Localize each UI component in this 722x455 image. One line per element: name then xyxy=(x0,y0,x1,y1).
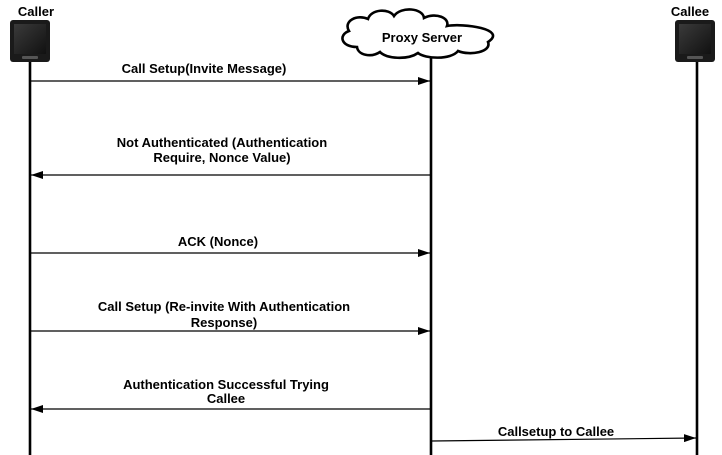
phone-icon xyxy=(675,20,715,62)
message-label-4: Response) xyxy=(191,315,257,330)
message-label-6: Callsetup to Callee xyxy=(498,424,614,439)
cloud-icon xyxy=(341,8,495,60)
message-label-3: ACK (Nonce) xyxy=(178,234,258,249)
message-label-2: Not Authenticated (Authentication xyxy=(117,135,327,150)
message-label-5: Callee xyxy=(207,391,245,406)
caller-label: Caller xyxy=(18,4,54,19)
callee-label: Callee xyxy=(671,4,709,19)
message-arrow-6 xyxy=(431,434,697,443)
proxy-label: Proxy Server xyxy=(382,30,462,45)
message-label-2: Require, Nonce Value) xyxy=(153,150,290,165)
message-label-5: Authentication Successful Trying xyxy=(123,377,329,392)
message-label-4: Call Setup (Re-invite With Authenticatio… xyxy=(98,299,350,314)
phone-icon xyxy=(10,20,50,62)
message-label-1: Call Setup(Invite Message) xyxy=(122,61,287,76)
